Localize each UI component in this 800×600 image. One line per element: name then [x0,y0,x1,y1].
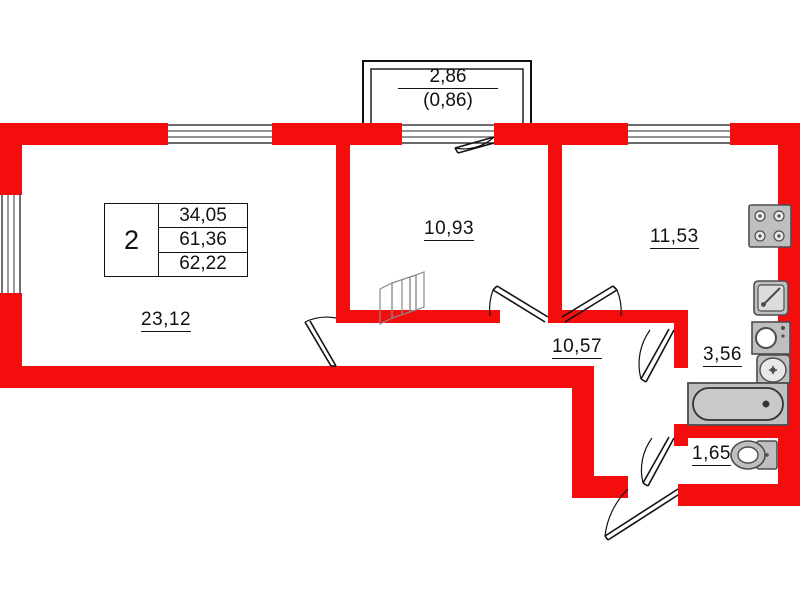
door-entrance [604,488,679,541]
bathtub-icon [687,382,789,426]
door-bathroom [638,328,675,383]
washing-machine-icon [751,321,791,355]
label-toilet-area: 1,65 [692,443,731,466]
stove-icon [748,204,792,248]
window-kitchen-top [628,123,730,145]
room-count-cell: 2 [105,204,159,276]
door-bedroom [489,285,549,323]
door-toilet [640,436,675,487]
bathroom-sink-icon [756,354,791,386]
apartment-info-table: 2 34,05 61,36 62,22 [104,203,248,277]
window-balcony-door [402,123,494,145]
kitchen-sink-icon [753,280,789,316]
window-living-room-left [0,195,22,293]
door-living-room [304,316,337,367]
areas-column: 34,05 61,36 62,22 [159,204,247,276]
area-with-balcony-cell: 62,22 [179,253,227,275]
label-balcony-area: 2,86 (0,86) [398,66,498,112]
door-balcony [454,136,495,154]
label-living-room-area: 23,12 [141,309,192,332]
balcony-area-value: 2,86 [398,66,498,89]
wardrobe-icon [379,271,425,325]
label-bathroom-area: 3,56 [703,344,742,367]
label-kitchen-area: 11,53 [650,226,699,249]
label-bedroom-area: 10,93 [424,218,475,241]
area-total-cell: 61,36 [159,228,247,253]
toilet-icon [730,440,778,470]
balcony-area-coefficient: (0,86) [423,89,473,111]
walls [0,123,800,506]
area-living-cell: 34,05 [159,204,247,229]
label-hallway-area: 10,57 [552,336,603,359]
window-living-room-top [168,123,272,145]
door-kitchen [561,285,622,323]
